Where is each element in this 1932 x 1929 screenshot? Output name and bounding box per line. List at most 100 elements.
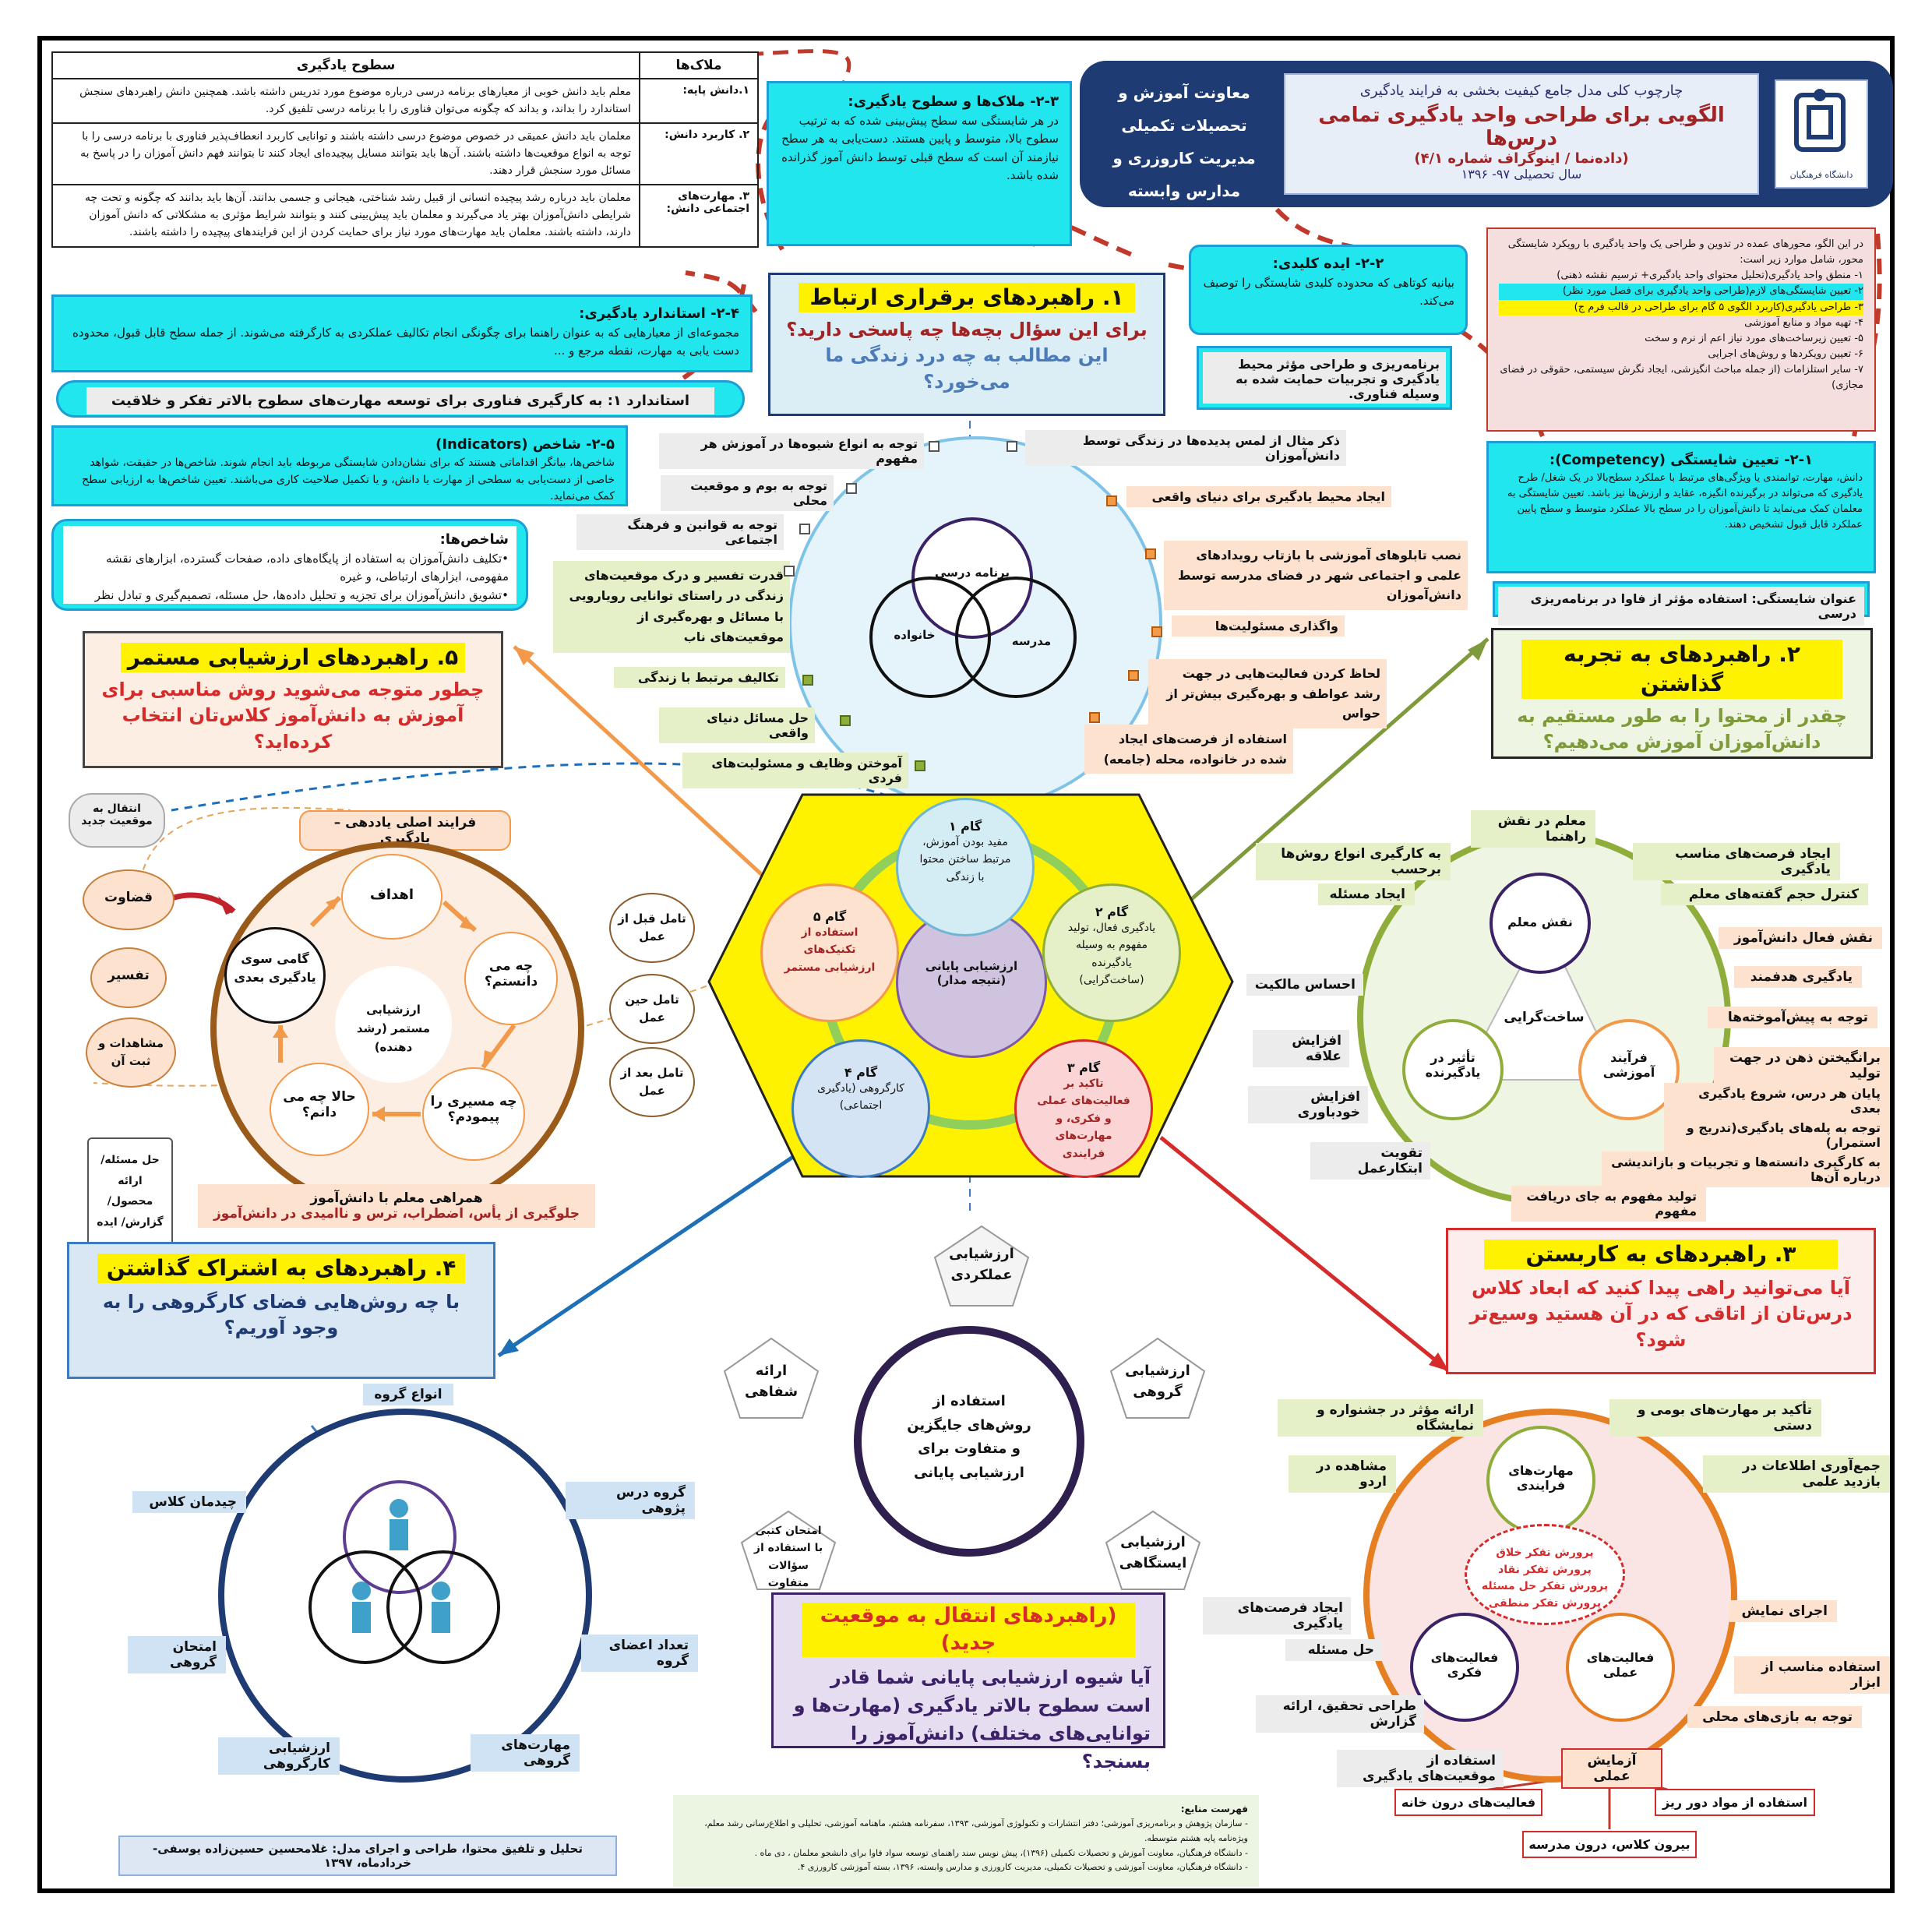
box-text: در هر شایستگی سه سطح پیش‌بینی شده که به … <box>781 114 1059 182</box>
s6-performance-evaluation: ارزشیابی عملکردی <box>949 1246 1014 1283</box>
marker <box>846 483 857 494</box>
core-item: پرورش تفکر منطقی <box>1488 1597 1602 1610</box>
box-title: ۲-۴- استاندارد یادگیری: <box>579 305 739 322</box>
logo-icon <box>1794 89 1846 152</box>
s3-process-skills: مهارت‌های فرایندی <box>1486 1426 1595 1535</box>
s4-question: با چه روش‌هایی فضای کارگروهی را به وجود … <box>102 1290 460 1339</box>
s1-left-item: حل مسائل دنیای واقعی <box>659 707 815 743</box>
s2-center-label: ساخت‌گرایی <box>1504 1010 1585 1025</box>
s2-item: معلم در نقش راهنما <box>1471 810 1595 848</box>
indicators-list: شاخص‌ها: •تکلیف دانش‌آموزان به استفاده ا… <box>51 519 528 611</box>
table-cell-key: ۲. کاربرد دانش: <box>639 122 759 186</box>
s3-header: ۳. راهبردهای به کاربستن آیا می‌توانید را… <box>1446 1228 1876 1374</box>
intro-text: در این الگو، محورهای عمده در تدوین و طرا… <box>1507 238 1863 266</box>
competency-title: عنوان شایستگی: استفاده مؤثر از فاوا در ب… <box>1498 587 1864 626</box>
standard-1-text: استاندارد ۱: به کارگیری فناوری برای توسع… <box>86 387 714 414</box>
marker <box>802 675 813 686</box>
s3-item: استفاده مناسب از ابزار <box>1734 1656 1890 1694</box>
s5-title: ۵. راهبردهای ارزشیابی مستمر <box>121 643 465 672</box>
box-text: شاخص‌ها، بیانگر اقداماتی هستند که برای ن… <box>82 457 615 503</box>
venn-school: مدرسه <box>955 577 1077 698</box>
s5-header: ۵. راهبردهای ارزشیابی مستمر چطور متوجه م… <box>83 631 503 768</box>
s3-item: تأکید بر مهارت‌های بومی و دستی <box>1609 1399 1821 1437</box>
table-cell-value: معلم باید دانش خوبی از معیارهای برنامه د… <box>51 77 640 125</box>
box-learning-standard: ۲-۴- استاندارد یادگیری: مجموعه‌ای از معی… <box>51 294 753 372</box>
s5-reflection-before: تامل قبل از عمل <box>609 893 695 963</box>
step-title: گام ۳ <box>1066 1060 1101 1075</box>
header-title: الگویی برای طراحی واحد یادگیری تمامی درس… <box>1318 104 1725 150</box>
s4-header: ۴. راهبردهای به اشتراک گذاشتن با چه روش‌… <box>67 1242 495 1379</box>
s4-item: ارزشیابی کارگروهی <box>218 1737 340 1775</box>
companion-line-1: همراهی معلم با دانش‌آموز <box>310 1190 483 1206</box>
s3-practical-activities: فعالیت‌های عملی <box>1566 1613 1675 1722</box>
venn-label: مدرسه <box>1011 634 1052 648</box>
step-title: گام ۵ <box>813 909 847 924</box>
team-venn-right <box>386 1550 500 1664</box>
s3-item: ارائه مؤثر در جشنواره و نمایشگاه <box>1278 1399 1483 1437</box>
marker <box>799 524 810 534</box>
s3-question: آیا می‌توانید راهی پیدا کنید که ابعاد کل… <box>1469 1276 1853 1351</box>
s1-left-item: توجه به قوانین و فرهنگ اجتماعی <box>576 514 784 550</box>
s2-item: تقویت ابتکارعمل <box>1310 1142 1430 1180</box>
s2-item: نقش فعال دانش‌آموز <box>1719 927 1882 949</box>
s3-item: حل مسئله <box>1285 1639 1382 1661</box>
core-item: پرورش تفکر خلاق <box>1496 1546 1594 1559</box>
s1-question-1: برای این سؤال بچه‌ها چه پاسخی دارید؟ <box>786 318 1148 340</box>
step-3: گام ۳ تاکید بر فعالیت‌های عملی و فکری، و… <box>1014 1039 1153 1178</box>
page-frame <box>37 36 1895 1893</box>
criteria-table-grid: ملاک‌ها سطوح یادگیری ۱.دانش پایه: معلم ب… <box>51 51 759 248</box>
box-title: ۲-۳- ملاک‌ها و سطوح یادگیری: <box>848 93 1059 110</box>
step-2: گام ۲ یادگیری فعال، تولید مفهوم به وسیله… <box>1042 883 1181 1022</box>
s2-item: ایجاد فرصت‌های مناسب یادگیری <box>1633 843 1840 880</box>
cycle-path: چه مسیری را پیمودم؟ <box>422 1067 525 1161</box>
s2-item: یادگیری هدفمند <box>1734 966 1862 988</box>
s1-left-item: آموختن وظایف و مسئولیت‌های فردی <box>682 753 908 788</box>
marker <box>784 566 795 577</box>
marker <box>929 441 940 452</box>
s2-teacher-role: نقش معلم <box>1490 873 1591 974</box>
indicator-item: •تشویق دانش‌آموزان برای تجزیه و تحلیل دا… <box>94 587 509 602</box>
s6-title: (راهبردهای انتقال به موقعیت جدید) <box>802 1603 1135 1658</box>
s2-item: پایان هر درس، شروع یادگیری بعدی <box>1664 1083 1890 1119</box>
s3-thinking-core: پرورش تفکر خلاق پرورش تفکر نقاد پرورش تف… <box>1465 1524 1625 1625</box>
competency-title-bar: عنوان شایستگی: استفاده مؤثر از فاوا در ب… <box>1493 581 1870 626</box>
marker <box>1145 548 1156 559</box>
s2-item: برانگیختن ذهن در جهت تولید <box>1714 1047 1890 1084</box>
s3-experiment-waste: استفاده از مواد دور ریز <box>1655 1789 1815 1816</box>
s1-right-item: واگذاری مسئولیت‌ها <box>1172 615 1345 637</box>
s1-right-item: استفاده از فرصت‌های ایجاد شده در خانواده… <box>1084 725 1293 774</box>
reference-item: - سازمان پژوهش و برنامه‌ریزی آموزشی؛ دفت… <box>704 1818 1248 1844</box>
box-title: ۲-۱- تعیین شایستگی (Competency): <box>1549 452 1814 468</box>
marker <box>1007 441 1017 452</box>
s3-item: توجه به بازی‌های محلی <box>1687 1706 1862 1728</box>
s4-title: ۴. راهبردهای به اشتراک گذاشتن <box>97 1254 465 1283</box>
s2-title: ۲. راهبردهای به تجربه گذاشتن <box>1521 640 1842 699</box>
s2-question: چقدر از محتوا را به طور مستقیم به دانش‌آ… <box>1517 704 1847 753</box>
s3-title: ۳. راهبردهای به کاربستن <box>1484 1240 1838 1269</box>
s3-item: استفاده از موقعیت‌های یادگیری <box>1337 1750 1504 1787</box>
references-box: فهرست منابع: - سازمان پژوهش و برنامه‌ریز… <box>673 1795 1259 1887</box>
core-item: پرورش تفکر نقاد <box>1498 1563 1592 1576</box>
s5-left-observation: مشاهدات و ثبت آن <box>86 1017 176 1088</box>
cycle-what-i-knew: چه می دانستم؟ <box>464 932 558 1025</box>
s3-item: ایجاد فرصت‌های یادگیری <box>1203 1597 1351 1635</box>
marker <box>840 715 851 726</box>
s5-transfer-node: انتقال به موقعیت جدید <box>69 793 165 848</box>
table-cell-value: معلمان باید درباره رشد پیچیده انسانی از … <box>51 184 640 248</box>
step-text: یادگیری فعال، تولید مفهوم به وسیله یادگی… <box>1067 922 1156 987</box>
box-indicators: ۲-۵- شاخص (Indicators) شاخص‌ها، بیانگر ا… <box>51 425 628 506</box>
header-banner: معاونت آموزش و تحصیلات تکمیلی مدیریت کار… <box>1080 61 1893 207</box>
s3-mental-activities: فعالیت‌های فکری <box>1410 1613 1519 1722</box>
s2-circle-label: نقش معلم <box>1507 915 1573 929</box>
venn-label: برنامه درسی <box>934 566 1010 580</box>
credit-line: تحلیل و تلفیق محتوا، طراحی و اجرای مدل: … <box>118 1836 617 1876</box>
step-1: گام ۱ مفید بودن آموزش، مرتبط ساختن محتوا… <box>896 798 1035 936</box>
step-text: تاکید بر فعالیت‌های عملی و فکری، و مهارت… <box>1037 1077 1130 1160</box>
marker <box>1089 712 1100 723</box>
step-text: کارگروهی (یادگیری اجتماعی) <box>817 1082 904 1113</box>
s1-left-item: توجه به بوم و موقعیت محلی <box>661 475 834 511</box>
s6-center-label: استفاده از روش‌های جایگزین و متفاوت برای… <box>907 1393 1031 1481</box>
s4-item: تعداد اعضای گروه <box>581 1635 698 1672</box>
s4-item: گروه درس پژوهی <box>566 1482 695 1519</box>
s6-written-exam: امتحان کتبی با استفاده از سؤالات متفاوت <box>753 1525 823 1590</box>
